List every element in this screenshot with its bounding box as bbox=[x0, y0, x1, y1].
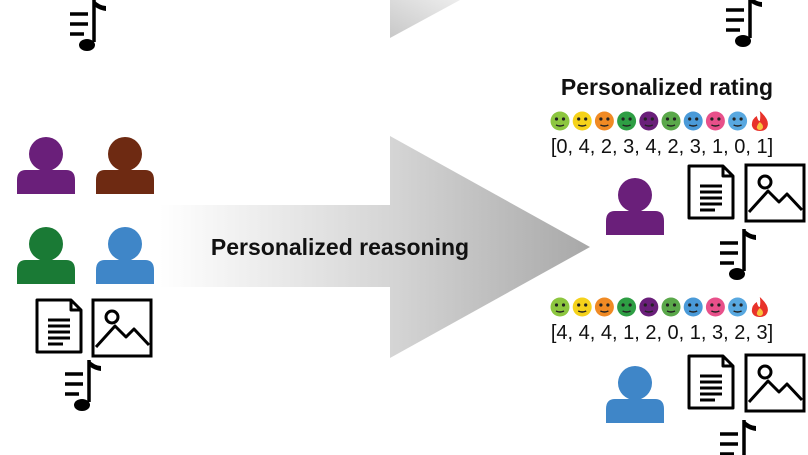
surprised-face bbox=[572, 297, 592, 317]
top-arrow bbox=[390, 0, 460, 38]
fear-face bbox=[594, 297, 614, 317]
user-brown-icon bbox=[96, 137, 154, 194]
surprised-face bbox=[572, 111, 592, 131]
grimace-face bbox=[550, 111, 570, 131]
main-arrow bbox=[160, 136, 590, 358]
user-blue-rated-icon bbox=[606, 366, 664, 423]
image-icon-right-1 bbox=[744, 163, 806, 223]
emotion-icons-row-1 bbox=[550, 111, 768, 131]
user-green-icon bbox=[17, 227, 75, 284]
sad-face bbox=[683, 111, 703, 131]
disgust-face bbox=[617, 111, 637, 131]
angry-face bbox=[639, 111, 659, 131]
music-icon-top-right bbox=[724, 0, 764, 49]
rating-values-2: [4, 4, 4, 1, 2, 0, 1, 3, 2, 3] bbox=[551, 322, 773, 344]
fire-icon bbox=[751, 297, 768, 317]
music-icon-right-2 bbox=[718, 418, 758, 455]
user-purple-rated-icon bbox=[606, 178, 664, 235]
user-purple-icon bbox=[17, 137, 75, 194]
user-blue-icon bbox=[96, 227, 154, 284]
plus-minus-face bbox=[728, 297, 748, 317]
fear-face bbox=[594, 111, 614, 131]
dizzy-face bbox=[661, 297, 681, 317]
grimace-face bbox=[550, 297, 570, 317]
left-users bbox=[17, 137, 154, 284]
music-icon-right-1 bbox=[718, 227, 758, 282]
image-icon-right-2 bbox=[744, 353, 806, 413]
reasoning-label: Personalized reasoning bbox=[211, 234, 469, 260]
document-icon-right-1 bbox=[687, 164, 735, 220]
music-icon-left bbox=[63, 358, 103, 413]
fire-icon bbox=[751, 111, 768, 131]
document-icon-left bbox=[35, 298, 83, 354]
document-icon-right-2 bbox=[687, 354, 735, 410]
music-icon-top-left bbox=[68, 0, 108, 53]
image-icon-left bbox=[91, 298, 153, 358]
dizzy-face bbox=[661, 111, 681, 131]
angry-face bbox=[639, 297, 659, 317]
rating-values-1: [0, 4, 2, 3, 4, 2, 3, 1, 0, 1] bbox=[551, 136, 773, 158]
rating-title: Personalized rating bbox=[561, 74, 773, 100]
sleepy-face bbox=[705, 297, 725, 317]
sad-face bbox=[683, 297, 703, 317]
sleepy-face bbox=[705, 111, 725, 131]
disgust-face bbox=[617, 297, 637, 317]
plus-minus-face bbox=[728, 111, 748, 131]
emotion-icons-row-2 bbox=[550, 297, 768, 317]
